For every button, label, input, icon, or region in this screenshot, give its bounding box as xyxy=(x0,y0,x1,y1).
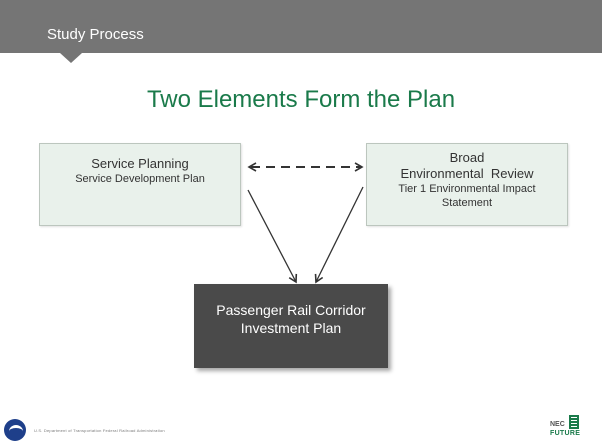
service-planning-label: Service Planning xyxy=(91,156,189,171)
future-logo-text: FUTURE xyxy=(550,430,581,437)
service-planning-box: Service Planning Service Development Pla… xyxy=(39,143,241,226)
environmental-review-label: Environmental Review xyxy=(400,166,534,181)
investment-plan-box: Passenger Rail Corridor Investment Plan xyxy=(194,284,388,368)
building-icon xyxy=(569,415,579,429)
left-diagonal-arrow xyxy=(247,189,298,284)
footer-left: U.S. Department of Transportation Federa… xyxy=(4,418,165,442)
usdot-logo-icon xyxy=(4,419,26,441)
investment-plan-label: Investment Plan xyxy=(240,320,342,336)
broad-label: Broad xyxy=(449,150,485,165)
nec-future-logo: NEC FUTURE xyxy=(550,415,584,443)
passenger-rail-label: Passenger Rail Corridor xyxy=(216,302,366,318)
header-bar: Study Process xyxy=(0,0,602,53)
environmental-review-box: Broad Environmental Review Tier 1 Enviro… xyxy=(366,143,568,226)
tier1-label: Tier 1 Environmental Impact xyxy=(398,183,536,195)
header-pointer xyxy=(60,53,82,63)
statement-label: Statement xyxy=(441,197,493,209)
footer-agency-text: U.S. Department of Transportation Federa… xyxy=(34,427,165,433)
right-diagonal-arrow xyxy=(314,186,364,284)
service-development-plan-label: Service Development Plan xyxy=(75,173,205,185)
nec-logo-text: NEC xyxy=(550,421,565,428)
slide-title: Two Elements Form the Plan xyxy=(146,86,456,113)
section-title: Study Process xyxy=(47,26,144,43)
